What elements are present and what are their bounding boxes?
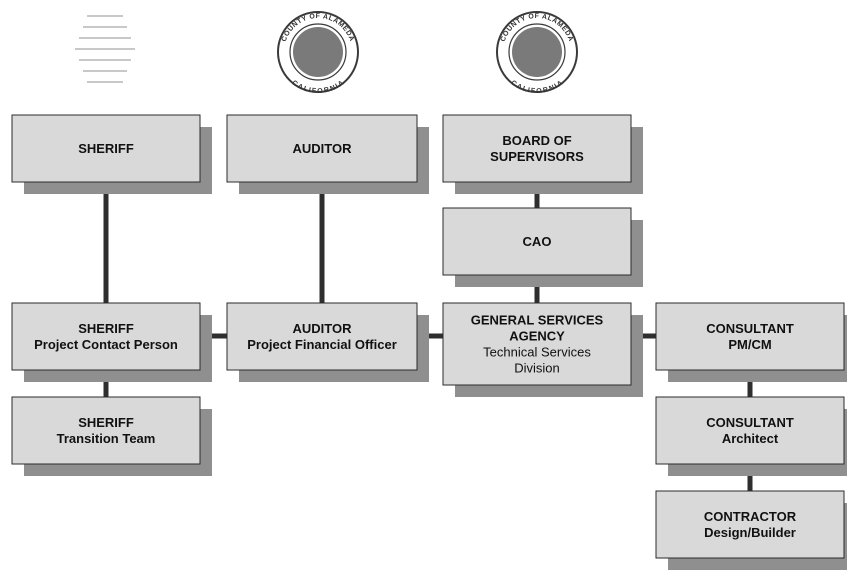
org-box-label: BOARD OF	[502, 133, 571, 148]
org-box-label: AGENCY	[509, 329, 565, 344]
org-box-frame	[655, 490, 845, 559]
org-box-frame	[226, 302, 418, 371]
org-box-frame	[442, 302, 632, 386]
org-box-label: CONTRACTOR	[704, 509, 797, 524]
org-box-frame	[442, 114, 632, 183]
org-box-frame	[11, 302, 201, 371]
org-box-label: Technical Services	[483, 345, 591, 360]
org-box-label: SHERIFF	[78, 141, 134, 156]
org-box-cao: CAO	[442, 207, 643, 287]
org-box-label: Project Contact Person	[34, 337, 178, 352]
org-box-frame	[226, 114, 418, 183]
org-box-frame	[655, 396, 845, 465]
org-box-label: Division	[514, 361, 560, 376]
org-box-label: Transition Team	[57, 431, 156, 446]
seal-faded-left-icon	[75, 15, 135, 83]
org-box-label: Design/Builder	[704, 525, 796, 540]
org-box-label: CAO	[523, 234, 552, 249]
org-box-frame	[11, 396, 201, 465]
org-box-label: SHERIFF	[78, 321, 134, 336]
org-box-label: Architect	[722, 431, 779, 446]
org-box-label: GENERAL SERVICES	[471, 313, 604, 328]
org-box-label: AUDITOR	[293, 141, 353, 156]
org-box-auditor: AUDITOR	[226, 114, 429, 194]
org-box-frame	[655, 302, 845, 371]
org-box-label: CONSULTANT	[706, 415, 794, 430]
org-box-label: CONSULTANT	[706, 321, 794, 336]
org-box-label: Project Financial Officer	[247, 337, 397, 352]
org-box-sheriff: SHERIFF	[11, 114, 212, 194]
org-box-label: AUDITOR	[293, 321, 353, 336]
org-box-frame	[442, 207, 632, 276]
org-box-frame	[11, 114, 201, 183]
org-box-label: PM/CM	[728, 337, 771, 352]
org-box-label: SHERIFF	[78, 415, 134, 430]
org-box-label: SUPERVISORS	[490, 149, 584, 164]
